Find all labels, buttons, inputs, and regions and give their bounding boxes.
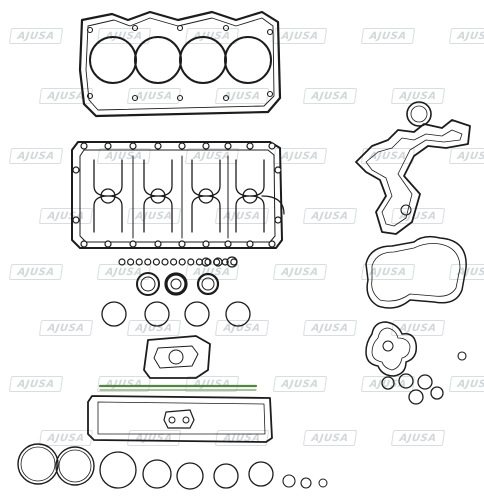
exhaust-flange-gasket bbox=[143, 335, 211, 379]
cover-lobe bbox=[191, 159, 221, 233]
cover-lobe bbox=[235, 159, 265, 233]
shaft-seals bbox=[136, 272, 220, 296]
sump-cover-gasket bbox=[365, 235, 467, 309]
cover-bolt-hole bbox=[268, 142, 276, 150]
small-o-ring bbox=[118, 258, 126, 266]
cover-bolt-hole bbox=[274, 166, 282, 174]
spark-plug-seal bbox=[150, 188, 166, 204]
cover-bolt-hole bbox=[224, 240, 232, 248]
large-o-rings bbox=[17, 443, 328, 490]
valve-cover-gasket bbox=[71, 141, 285, 249]
small-seal-rings bbox=[381, 373, 444, 405]
small-o-ring bbox=[161, 258, 169, 266]
cylinder-head-gasket bbox=[78, 10, 282, 118]
small-o-ring bbox=[170, 258, 178, 266]
cover-bolt-hole bbox=[80, 142, 88, 150]
spark-plug-seal bbox=[242, 188, 258, 204]
cover-bolt-hole bbox=[72, 216, 80, 224]
cover-bolt-hole bbox=[246, 240, 254, 248]
spark-plug-seal bbox=[198, 188, 214, 204]
cover-bolt-hole bbox=[202, 142, 210, 150]
small-o-ring bbox=[201, 257, 211, 267]
cover-bolt-hole bbox=[104, 240, 112, 248]
cover-bolt-hole bbox=[129, 240, 137, 248]
small-o-ring bbox=[178, 258, 186, 266]
spark-plug-seal bbox=[100, 188, 116, 204]
cover-bolt-hole bbox=[224, 142, 232, 150]
injector-seal-rings bbox=[101, 301, 251, 327]
cover-bolt-hole bbox=[129, 142, 137, 150]
small-o-ring bbox=[144, 258, 152, 266]
timing-cover-gasket bbox=[355, 101, 471, 235]
cover-bolt-hole bbox=[274, 216, 282, 224]
small-o-ring bbox=[127, 258, 135, 266]
cover-bolt-hole bbox=[268, 240, 276, 248]
cover-bolt-hole bbox=[178, 240, 186, 248]
water-pump-gasket bbox=[365, 321, 467, 377]
cover-bolt-hole bbox=[80, 240, 88, 248]
small-o-ring-row bbox=[118, 256, 238, 268]
cover-bolt-hole bbox=[154, 142, 162, 150]
small-o-ring bbox=[213, 257, 223, 267]
cover-lobe bbox=[93, 159, 123, 233]
small-o-ring bbox=[152, 258, 160, 266]
cover-bolt-hole bbox=[246, 142, 254, 150]
cover-bolt-hole bbox=[178, 142, 186, 150]
small-o-ring bbox=[135, 258, 143, 266]
small-o-ring bbox=[187, 258, 195, 266]
cover-bolt-hole bbox=[154, 240, 162, 248]
cover-bolt-hole bbox=[202, 240, 210, 248]
cover-bolt-hole bbox=[72, 166, 80, 174]
cover-lobe bbox=[143, 159, 173, 233]
small-o-ring bbox=[226, 256, 238, 268]
oil-pan-gasket bbox=[87, 395, 273, 443]
silicone-strips bbox=[98, 384, 258, 391]
cover-bolt-hole bbox=[104, 142, 112, 150]
